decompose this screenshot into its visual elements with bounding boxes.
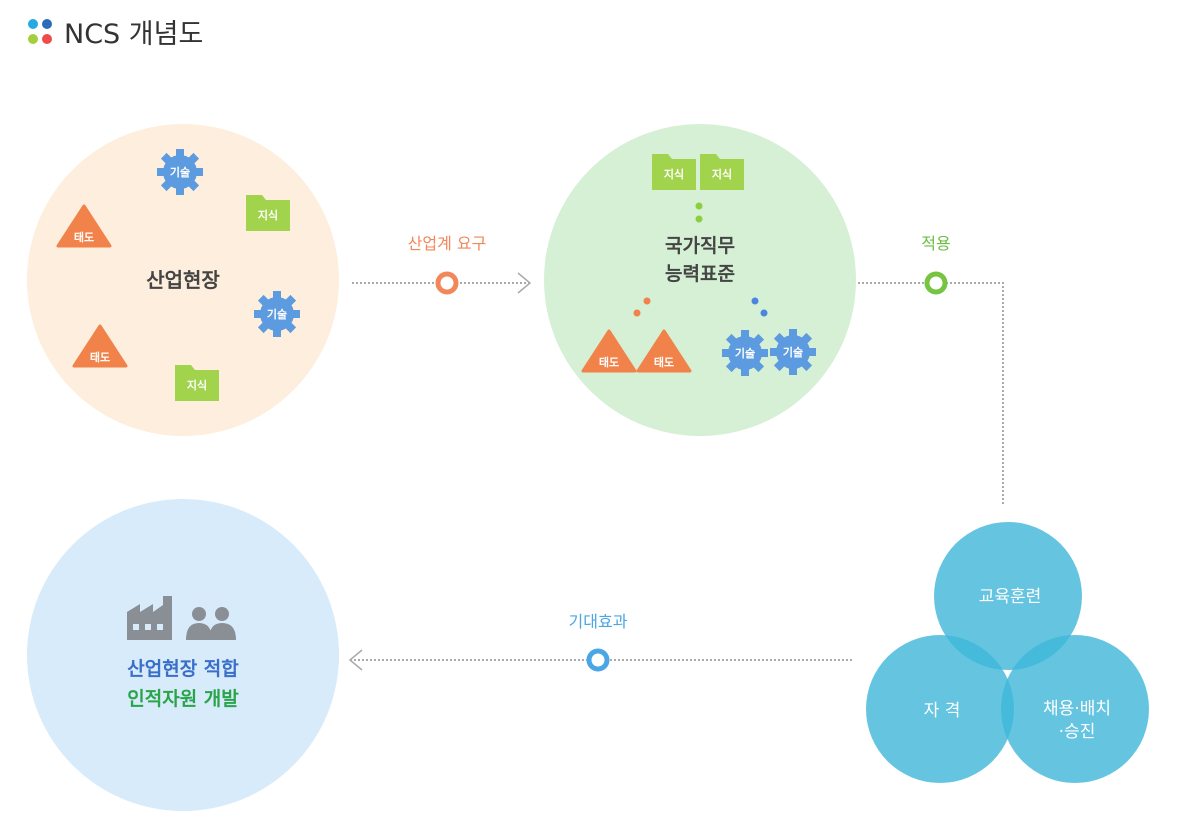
venn-label-right-1: 채용·배치 — [1043, 699, 1111, 719]
industry-site-title: 산업현장 — [146, 268, 220, 292]
folder-icon: 지식 — [246, 195, 290, 231]
ring-marker — [586, 648, 610, 672]
ring-marker — [924, 271, 948, 295]
gear-icon: 기술 — [157, 149, 203, 195]
outcome-circle — [27, 499, 339, 811]
triangle-icon: 태도 — [56, 204, 112, 248]
ring-marker — [435, 271, 459, 295]
venn-label-right-2: ·승진 — [1059, 722, 1096, 742]
svg-text:지식: 지식 — [664, 167, 684, 181]
svg-text:태도: 태도 — [654, 355, 674, 369]
svg-text:기술: 기술 — [267, 307, 287, 321]
triangle-icon: 태도 — [72, 324, 128, 368]
edge-label-expected-effect: 기대효과 — [569, 612, 628, 631]
edge-apply — [858, 282, 1004, 505]
arrow-right-icon — [517, 272, 532, 294]
svg-text:태도: 태도 — [90, 350, 110, 364]
arrow-left-icon — [348, 649, 363, 671]
triangle-icon: 태도 — [636, 329, 692, 373]
edge-label-industry-demand: 산업계 요구 — [408, 234, 487, 253]
ncs-title-line1: 국가직무 — [665, 235, 735, 257]
edge-label-apply: 적용 — [921, 234, 950, 253]
venn-education-circle — [934, 522, 1082, 670]
svg-text:기술: 기술 — [783, 345, 803, 359]
ncs-title-line2: 능력표준 — [665, 263, 735, 285]
folder-icon: 지식 — [700, 154, 744, 190]
svg-text:기술: 기술 — [170, 165, 190, 179]
outcome-line1: 산업현장 적합 — [127, 658, 239, 680]
svg-text:태도: 태도 — [599, 355, 619, 369]
triangle-icon: 태도 — [581, 329, 637, 373]
outcome-line2: 인적자원 개발 — [127, 688, 239, 710]
venn-employment-circle — [1001, 635, 1149, 783]
factory-icon — [127, 596, 172, 640]
venn-label-top: 교육훈련 — [979, 587, 1042, 607]
svg-text:지식: 지식 — [258, 208, 278, 222]
gear-icon: 기술 — [722, 330, 768, 376]
svg-text:지식: 지식 — [187, 378, 207, 392]
venn-qualification-circle — [866, 635, 1014, 783]
people-icon — [186, 607, 236, 640]
ncs-logo-icon — [28, 19, 52, 44]
folder-icon: 지식 — [652, 154, 696, 190]
gear-icon: 기술 — [254, 291, 300, 337]
svg-text:지식: 지식 — [712, 167, 732, 181]
gear-icon: 기술 — [770, 329, 816, 375]
page-title: NCS 개념도 — [64, 19, 203, 50]
svg-text:태도: 태도 — [74, 230, 94, 244]
folder-icon: 지식 — [175, 365, 219, 401]
venn-label-left: 자 격 — [924, 701, 961, 721]
svg-text:기술: 기술 — [735, 346, 755, 360]
